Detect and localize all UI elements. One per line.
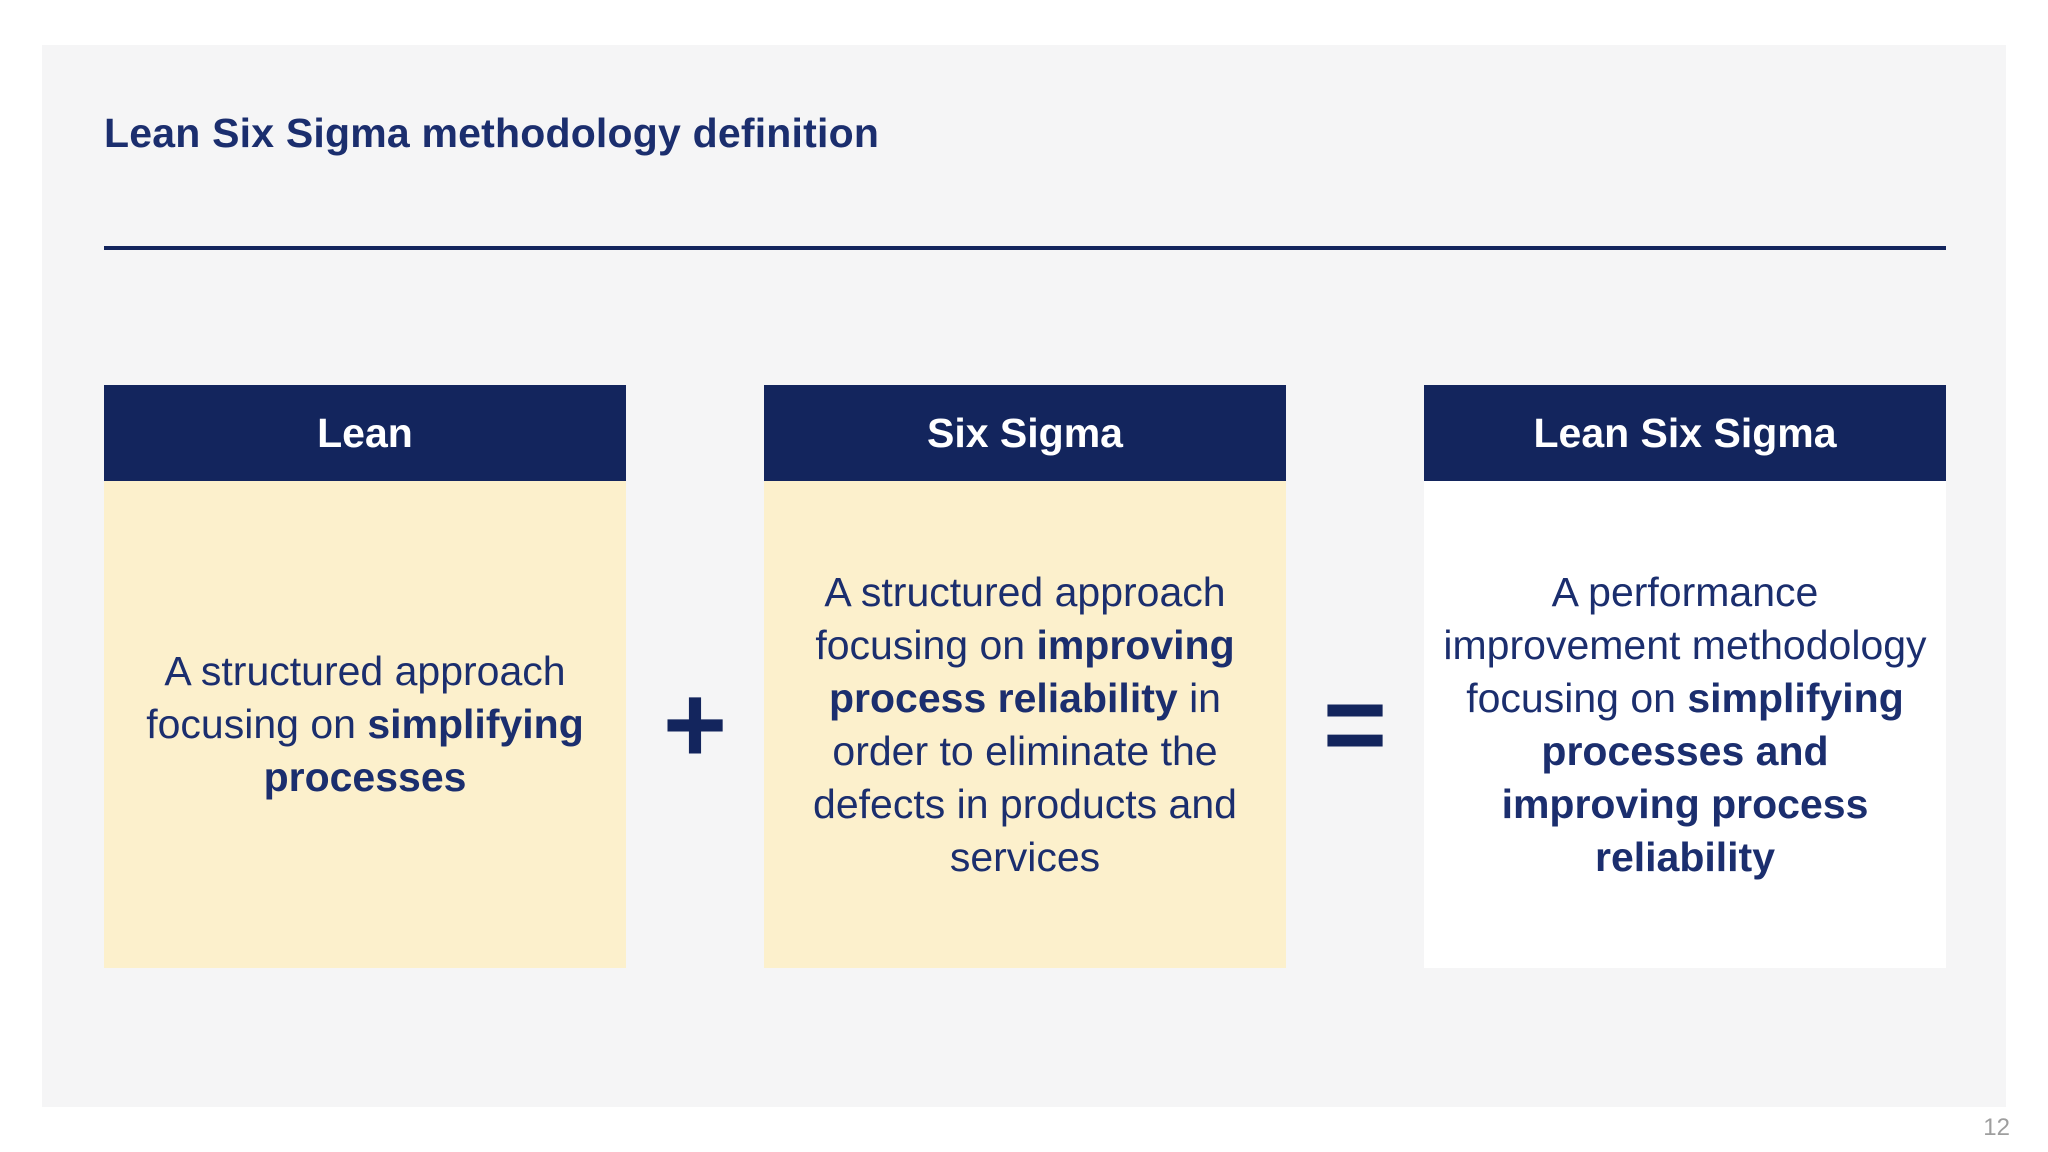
six-sigma-box-header: Six Sigma xyxy=(764,385,1286,481)
lean-six-sigma-box-header: Lean Six Sigma xyxy=(1424,385,1946,481)
lean-box-header: Lean xyxy=(104,385,626,481)
lean-six-sigma-box-description: A performance improvement methodology fo… xyxy=(1443,568,1927,880)
equals-operator-cell: = xyxy=(1286,385,1424,968)
plus-operator-cell: + xyxy=(626,385,764,968)
plus-sign: + xyxy=(662,662,728,786)
six-sigma-box-description: A structured approach focusing on improv… xyxy=(813,568,1237,880)
lean-six-sigma-box-body: A performance improvement methodology fo… xyxy=(1424,481,1946,968)
page-title: Lean Six Sigma methodology definition xyxy=(104,110,880,156)
lean-box-header-label: Lean xyxy=(317,409,413,456)
title-divider xyxy=(104,246,1946,250)
slide: Lean Six Sigma methodology definition Le… xyxy=(42,45,2006,1107)
equals-sign: = xyxy=(1322,662,1388,786)
lean-six-sigma-box-header-label: Lean Six Sigma xyxy=(1533,409,1837,456)
page-number: 12 xyxy=(1983,1114,2010,1141)
lean-box-body: A structured approach focusing on simpli… xyxy=(104,481,626,968)
lean-box-description: A structured approach focusing on simpli… xyxy=(146,648,584,800)
methodology-row: Lean A structured approach focusing on s… xyxy=(104,385,1946,968)
six-sigma-box-header-label: Six Sigma xyxy=(927,409,1123,456)
lean-six-sigma-box: Lean Six Sigma A performance improvement… xyxy=(1424,385,1946,968)
six-sigma-box-body: A structured approach focusing on improv… xyxy=(764,481,1286,968)
six-sigma-box: Six Sigma A structured approach focusing… xyxy=(764,385,1286,968)
lean-box: Lean A structured approach focusing on s… xyxy=(104,385,626,968)
